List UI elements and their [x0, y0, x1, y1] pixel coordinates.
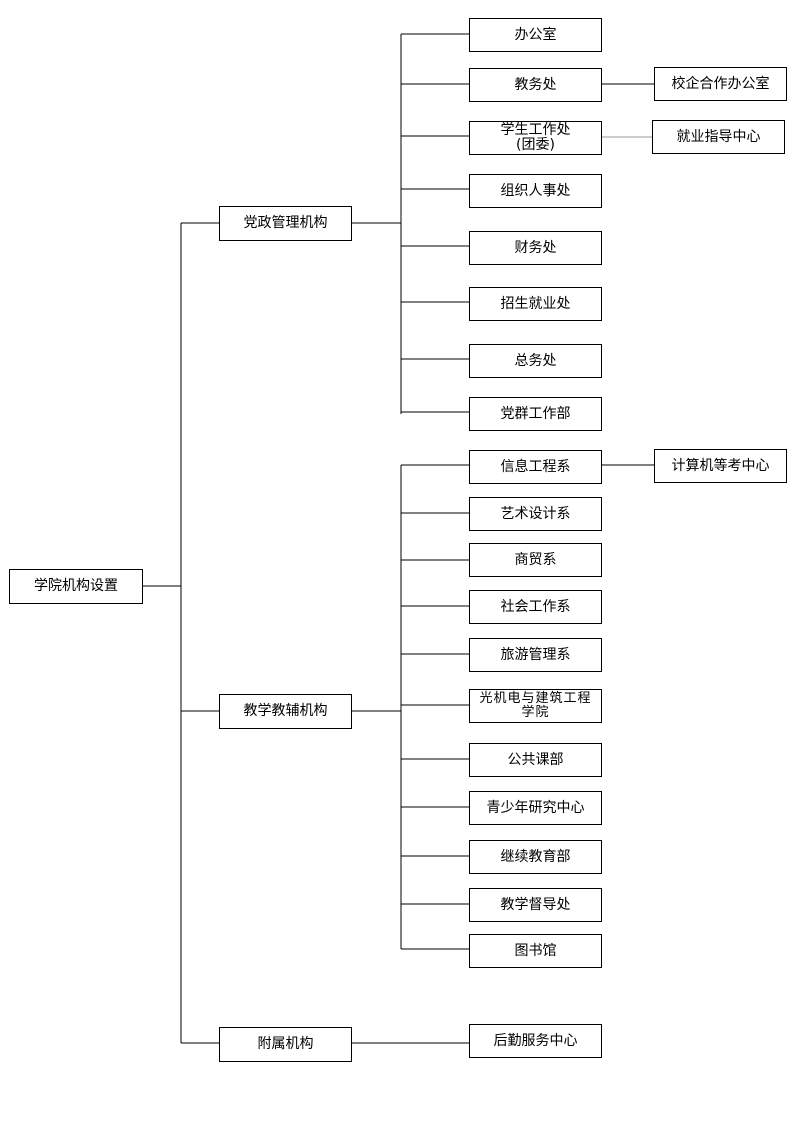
unit-label: 计算机等考中心 [671, 457, 770, 474]
unit-logistics: 后勤服务中心 [469, 1024, 602, 1058]
unit-student-affairs: 学生工作处 (团委) [469, 121, 602, 155]
unit-label: 公共课部 [507, 751, 564, 768]
unit-label: 商贸系 [514, 551, 557, 568]
unit-label-line1: 学生工作处 [500, 122, 571, 138]
unit-label: 办公室 [514, 26, 557, 43]
group-affiliated-label: 附属机构 [257, 1036, 314, 1052]
unit-office: 办公室 [469, 18, 602, 52]
group-admin: 党政管理机构 [219, 206, 352, 241]
unit-tourism-mgmt: 旅游管理系 [469, 638, 602, 672]
unit-label: 招生就业处 [500, 295, 571, 312]
unit-teaching-supervision: 教学督导处 [469, 888, 602, 922]
unit-academic-affairs: 教务处 [469, 68, 602, 102]
unit-organization-hr: 组织人事处 [469, 174, 602, 208]
unit-label: 青少年研究中心 [486, 799, 585, 816]
unit-label: 继续教育部 [500, 848, 571, 865]
unit-label: 图书馆 [514, 942, 557, 959]
unit-public-courses: 公共课部 [469, 743, 602, 777]
subunit-career-guidance: 就业指导中心 [652, 120, 785, 154]
unit-art-design: 艺术设计系 [469, 497, 602, 531]
unit-info-eng: 信息工程系 [469, 450, 602, 484]
root-node: 学院机构设置 [9, 569, 143, 604]
unit-label: 社会工作系 [500, 598, 571, 615]
group-admin-label: 党政管理机构 [243, 215, 328, 231]
unit-label: 党群工作部 [500, 405, 571, 422]
unit-label-line2: 学院 [521, 705, 550, 720]
unit-label: 后勤服务中心 [493, 1032, 578, 1049]
unit-continuing-edu: 继续教育部 [469, 840, 602, 874]
unit-general-affairs: 总务处 [469, 344, 602, 378]
unit-label: 教学督导处 [500, 896, 571, 913]
group-teaching: 教学教辅机构 [219, 694, 352, 729]
unit-label: 就业指导中心 [676, 128, 761, 145]
group-affiliated: 附属机构 [219, 1027, 352, 1062]
unit-library: 图书馆 [469, 934, 602, 968]
unit-label: 旅游管理系 [500, 646, 571, 663]
unit-label: 财务处 [514, 239, 557, 256]
unit-label-line2: (团委) [516, 137, 555, 153]
unit-label: 总务处 [514, 352, 557, 369]
unit-commerce: 商贸系 [469, 543, 602, 577]
unit-finance: 财务处 [469, 231, 602, 265]
unit-label: 组织人事处 [500, 182, 571, 199]
unit-optomech-construction: 光机电与建筑工程 学院 [469, 689, 602, 723]
root-label: 学院机构设置 [34, 578, 118, 594]
unit-label-line1: 光机电与建筑工程 [479, 691, 592, 706]
group-teaching-label: 教学教辅机构 [243, 703, 328, 719]
unit-admission-employment: 招生就业处 [469, 287, 602, 321]
subunit-computer-exam: 计算机等考中心 [654, 449, 787, 483]
unit-label: 教务处 [514, 76, 557, 93]
unit-social-work: 社会工作系 [469, 590, 602, 624]
unit-label: 艺术设计系 [500, 505, 571, 522]
unit-label: 信息工程系 [500, 458, 571, 475]
unit-youth-research: 青少年研究中心 [469, 791, 602, 825]
unit-party-mass: 党群工作部 [469, 397, 602, 431]
unit-label: 校企合作办公室 [671, 75, 770, 92]
subunit-school-enterprise: 校企合作办公室 [654, 67, 787, 101]
